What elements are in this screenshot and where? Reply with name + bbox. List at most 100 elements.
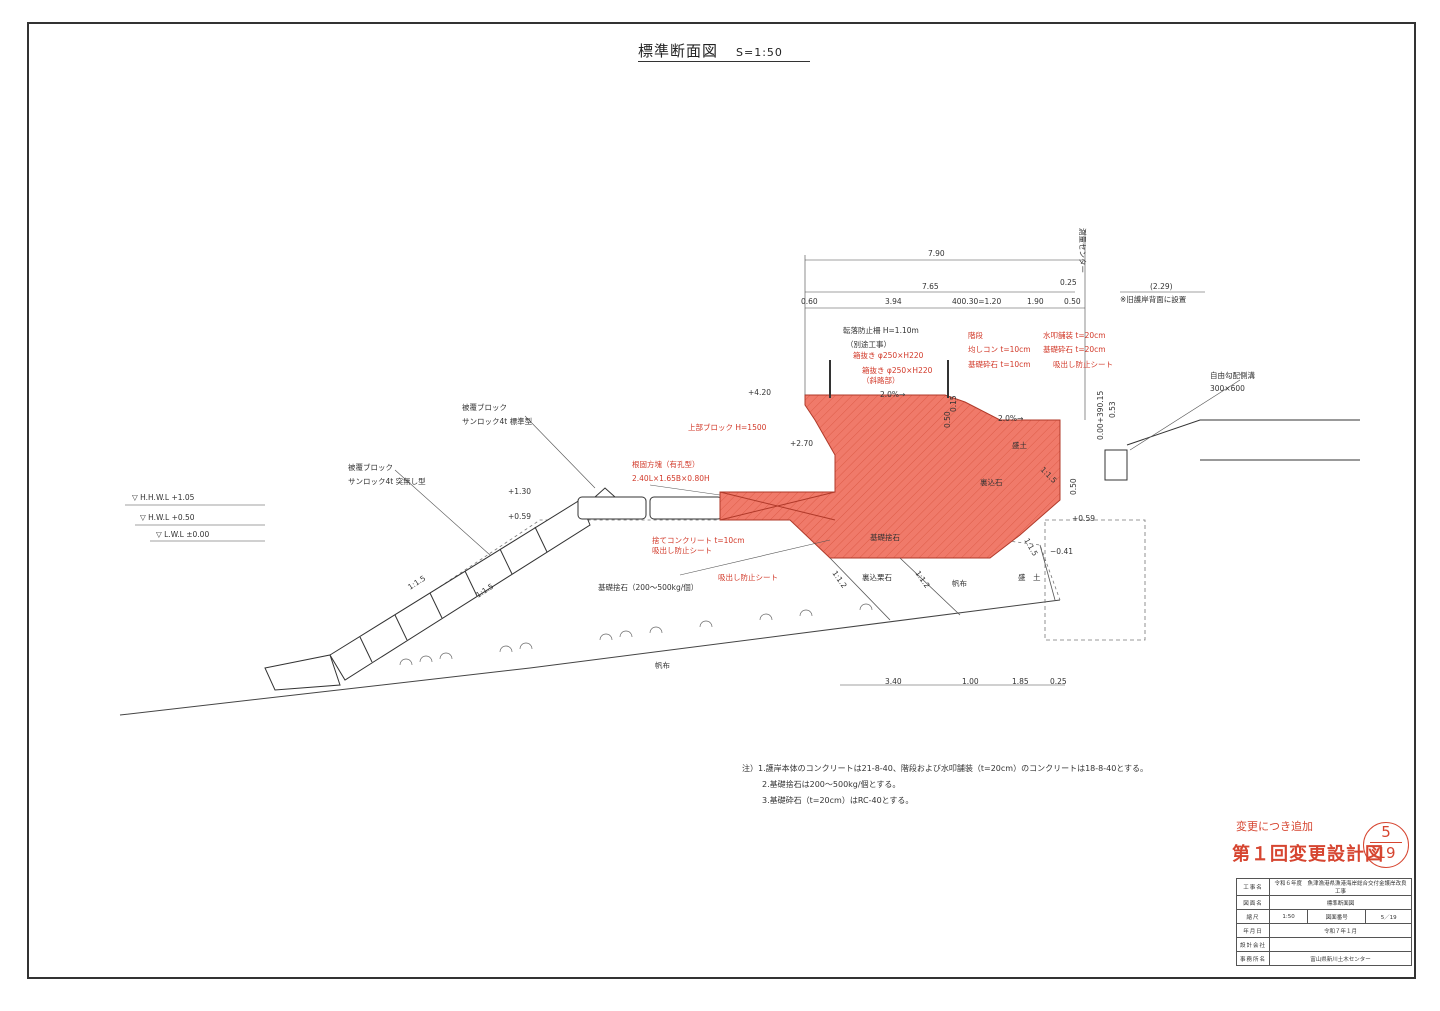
tb-value2: 5／19 — [1365, 909, 1412, 924]
center-label: 測量センター — [1078, 228, 1088, 273]
suidashi-label: 吸出し防止シート — [718, 572, 778, 582]
dim-765: 7.65 — [922, 282, 939, 291]
gutter — [1104, 419, 1360, 481]
elev-059b: +0.59 — [1072, 514, 1095, 523]
notes: 注）1.護岸本体のコンクリートは21-8-40、階段および水叩舗装（t=20cm… — [742, 761, 1148, 809]
urakomi-ishi-label: 裏込石 — [980, 477, 1003, 487]
tb-row: 図面名標準断面図 — [1236, 895, 1412, 910]
block1-label-b: サンロック4t 標準型 — [462, 416, 533, 426]
tb-row: 設計会社 — [1236, 937, 1412, 952]
old-structure-dashed — [1044, 519, 1146, 641]
elev-270: +2.70 — [790, 439, 813, 448]
sheet-number-divider — [1370, 842, 1402, 843]
dim-790: 7.90 — [928, 249, 945, 258]
change-stamp-line2: 第１回変更設計図 — [1232, 844, 1384, 865]
hako2b-label: （斜路部） — [862, 375, 900, 385]
slope-5: 1:1.5 — [1022, 537, 1040, 558]
elev-059a: +0.59 — [508, 512, 531, 521]
kiso-saiseki-label: 基礎砕石 t=10cm — [968, 359, 1031, 369]
note-2: 2.基礎捨石は200～500kg/個とする。 — [762, 780, 901, 789]
vdim-0078: 0.00+390.15 — [1096, 391, 1105, 440]
tb-head: 図面名 — [1236, 895, 1270, 910]
sheet-number: 5 19 — [1363, 822, 1409, 868]
vdim-015: 0.15 — [949, 395, 958, 412]
block1-label-a: 被覆ブロック — [462, 402, 507, 412]
armour-blocks-slope — [264, 499, 591, 691]
urakomi-kuri-label: 裏込栗石 — [862, 572, 892, 582]
sheet-den: 19 — [1376, 844, 1396, 862]
dim-340: 3.40 — [885, 677, 902, 686]
tb-head: 年月日 — [1236, 923, 1270, 938]
rubble-marks — [399, 603, 873, 666]
leader-lines — [394, 379, 1241, 576]
sute-label-a: 捨てコンクリート t=10cm — [652, 535, 745, 545]
sheet-num: 5 — [1381, 823, 1391, 841]
slope-3: 1:1.2 — [830, 569, 849, 590]
dim-050: 0.50 — [1064, 297, 1081, 306]
tb-row: 年月日令和７年１月 — [1236, 923, 1412, 938]
vdim-050: 0.50 — [1069, 478, 1078, 495]
dim-100: 1.00 — [962, 677, 979, 686]
grade-1: 2.0%→ — [880, 390, 905, 399]
fence-label: 転落防止柵 H=1.10m — [843, 325, 919, 335]
dim-025b: 0.25 — [1050, 677, 1067, 686]
tb-head: 事務所名 — [1236, 951, 1270, 966]
elev-130: +1.30 — [508, 487, 531, 496]
dim-120: 400.30=1.20 — [952, 297, 1001, 306]
vdim-050b: 0.50 — [943, 411, 952, 428]
dim-060: 0.60 — [801, 297, 818, 306]
tb-value: 標準断面図 — [1269, 895, 1412, 910]
elev-420: +4.20 — [748, 388, 771, 397]
slope-1: 1:1.5 — [406, 574, 427, 592]
fence-posts — [829, 360, 949, 398]
gutter-label-b: 300×600 — [1210, 384, 1245, 393]
tb-head: 縮尺 — [1236, 909, 1270, 924]
dim-394: 3.94 — [885, 297, 902, 306]
hhwl-label: ▽ H.H.W.L +1.05 — [132, 493, 195, 502]
kiso-ishi-label: 基礎捨石（200～500kg/個） — [598, 582, 698, 592]
kaidan-label: 階段 — [968, 330, 983, 340]
tb-value: 令和６年度 魚津漁港県漁港海岸総合交付金護岸改良工事 — [1269, 878, 1412, 896]
ground-line — [119, 599, 1061, 716]
tb-value: 1:50 — [1268, 909, 1309, 924]
note-1: 注）1.護岸本体のコンクリートは21-8-40、階段および水叩舗装（t=20cm… — [742, 764, 1149, 773]
sute-label-b: 吸出し防止シート — [652, 545, 712, 555]
upper-block-label: 上部ブロック H=1500 — [688, 422, 767, 432]
fence-note-label: （別途工事） — [846, 339, 891, 349]
grade-2: 2.0%→ — [998, 414, 1023, 423]
negata-label-a: 根固方塊（有孔型） — [632, 459, 700, 469]
hanpu-label: 帆布 — [655, 660, 670, 670]
hako2-label: 箱抜き φ250×H220 — [862, 365, 933, 375]
drawing-frame — [27, 22, 1416, 979]
lwl-label: ▽ L.W.L ±0.00 — [156, 530, 209, 539]
kiso-saiseki2-label: 基礎砕石 t=20cm — [1043, 344, 1106, 354]
narashi-label: 均しコン t=10cm — [968, 344, 1031, 354]
change-stamp-line1: 変更につき追加 — [1236, 820, 1313, 833]
tb-head: 設計会社 — [1236, 937, 1270, 952]
hako1-label: 箱抜き φ250×H220 — [853, 350, 924, 360]
tb-row: 工事名令和６年度 魚津漁港県漁港海岸総合交付金護岸改良工事 — [1236, 878, 1412, 896]
suidashi2-label: 吸出し防止シート — [1053, 359, 1113, 369]
title-block: 工事名令和６年度 魚津漁港県漁港海岸総合交付金護岸改良工事 図面名標準断面図 縮… — [1236, 878, 1412, 966]
dimension-lines — [804, 230, 1205, 686]
elev-041: −0.41 — [1050, 547, 1073, 556]
dim-025: 0.25 — [1060, 278, 1077, 287]
slope-4: 1:1.2 — [913, 569, 932, 590]
armour-blocks-top — [577, 487, 723, 520]
tb-row: 事務所名富山県新川土木センター — [1236, 951, 1412, 966]
hanpu2-label: 帆布 — [952, 578, 967, 588]
tb-head2: 図面番号 — [1307, 909, 1367, 924]
title-text: 標準断面図 — [638, 42, 719, 60]
dim-229: (2.29) — [1150, 282, 1173, 291]
moritsuchi-label: 盛 土 — [1018, 572, 1041, 582]
negata-label-b: 2.40L×1.65B×0.80H — [632, 474, 710, 483]
note-3: 3.基礎砕石（t=20cm）はRC-40とする。 — [762, 796, 914, 805]
hwl-label: ▽ H.W.L +0.50 — [140, 513, 195, 522]
water-level-lines — [125, 504, 265, 542]
kiso-suteishi-label: 基礎捨石 — [870, 532, 900, 542]
block2-label-b: サンロック4t 突無し型 — [348, 476, 426, 486]
tb-head: 工事名 — [1236, 878, 1270, 896]
